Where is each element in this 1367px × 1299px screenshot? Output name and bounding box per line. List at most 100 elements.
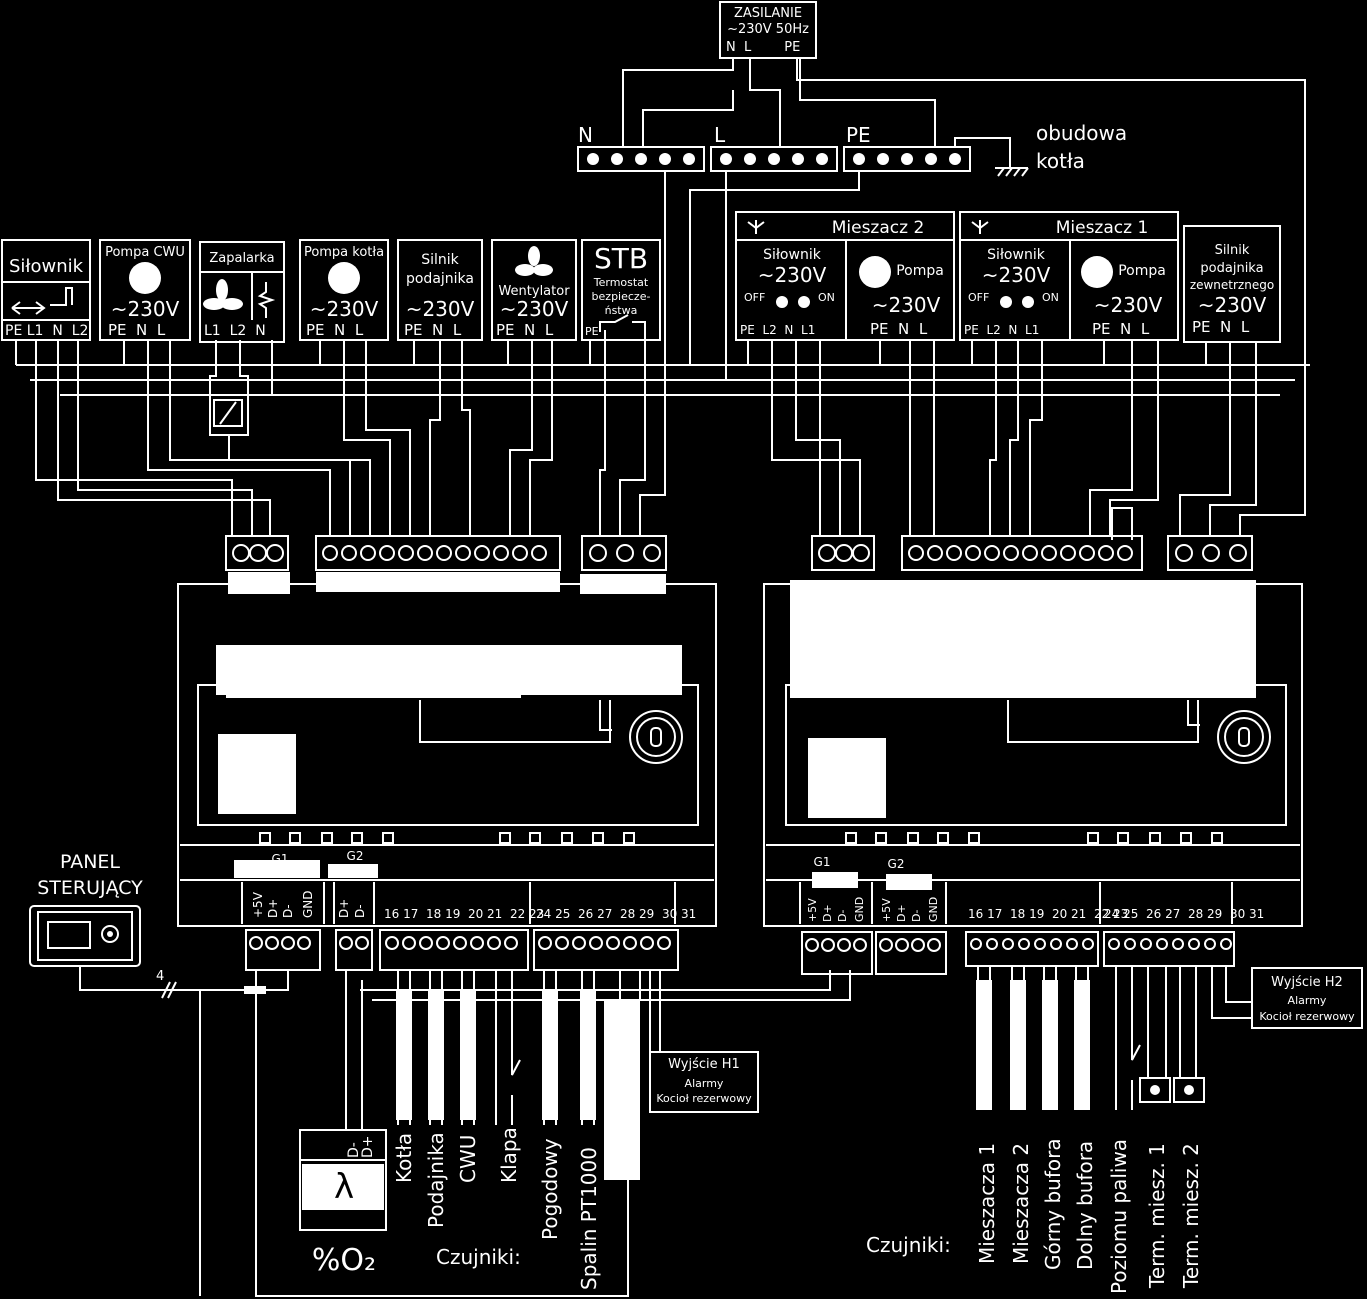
cwu-pump-title: Pompa CWU bbox=[105, 245, 185, 260]
sensor-right-label: Mieszacza 2 bbox=[1009, 1143, 1033, 1264]
feeder-l1: Silnik bbox=[421, 252, 459, 268]
case-label-1: obudowa bbox=[1036, 121, 1127, 145]
ctrl-bus2-pin: D+ bbox=[337, 899, 351, 918]
ctrl-terminals-a: 16 17 18 19 20 21 22 23 bbox=[384, 907, 544, 921]
h1-l2: Alarmy bbox=[685, 1077, 724, 1090]
stb-l3: ństwa bbox=[605, 304, 638, 317]
mod-g1-pin: +5V bbox=[806, 898, 819, 922]
device-wires bbox=[15, 330, 646, 540]
actuator-arrow-icon bbox=[11, 287, 73, 315]
h2-l2: Alarmy bbox=[1288, 994, 1327, 1007]
mixer-2-pump-volt: ~230V bbox=[872, 293, 941, 317]
h2-l3: Kocioł rezerwowy bbox=[1259, 1010, 1355, 1023]
mod-terminals-b: 24 25 26 27 28 29 30 31 bbox=[1104, 907, 1264, 921]
mod-g1: G1 bbox=[814, 855, 831, 869]
stb-device: STB Termostat bezpiecze- ństwa PE bbox=[581, 239, 661, 341]
ext-feeder-l1: Silnik bbox=[1215, 243, 1250, 258]
mod-terminals-a: 16 17 18 19 20 21 22 23 bbox=[968, 907, 1128, 921]
sensors-right-caption: Czujniki: bbox=[866, 1233, 951, 1257]
mod-g2-pin: +5V bbox=[880, 898, 893, 922]
feeder-motor-device: Silnik podajnika ~230V PE N L bbox=[397, 239, 483, 341]
valve-icon bbox=[747, 220, 765, 234]
boiler-pump-title: Pompa kotła bbox=[304, 245, 384, 260]
mod-g2: G2 bbox=[888, 857, 905, 871]
sensor-left-label: Pogodowy bbox=[538, 1138, 562, 1240]
sensor-right-label: Term. miesz. 2 bbox=[1179, 1143, 1203, 1289]
mixer-2-volt: ~230V bbox=[758, 263, 827, 287]
h2-title: Wyjście H2 bbox=[1271, 975, 1343, 990]
mod-g1-pin: D- bbox=[836, 910, 849, 922]
fan-pins: PE N L bbox=[496, 321, 554, 339]
mixer-2-title: Mieszacz 2 bbox=[832, 218, 925, 238]
mixer-2-off: OFF bbox=[744, 291, 765, 304]
mixer-2-act-pins: PE L2 N L1 bbox=[740, 323, 815, 337]
mixer-1-device: Mieszacz 1 Siłownik ~230V OFF ON PE L2 N… bbox=[959, 211, 1179, 341]
bus-n-label: N bbox=[578, 123, 593, 147]
panel-label-2: STERUJĄCY bbox=[37, 877, 143, 899]
control-panel: PANEL STERUJĄCY 4 bbox=[29, 851, 629, 1297]
ground-icon bbox=[954, 137, 1029, 177]
boiler-pump-device: Pompa kotła ~230V PE N L bbox=[299, 239, 389, 341]
mod-g1-pin: D+ bbox=[821, 904, 834, 922]
power-supply-box: ZASILANIE ~230V 50Hz N L PE bbox=[719, 1, 817, 59]
boiler-pump-pins: PE N L bbox=[306, 321, 364, 339]
fan-device: Wentylator ~230V PE N L bbox=[491, 239, 577, 341]
mixer-wires bbox=[747, 340, 1257, 540]
ext-feeder-device: Silnik podajnika zewnetrznego ~230V PE N… bbox=[1183, 225, 1281, 343]
igniter-pins: L1 L2 N bbox=[204, 323, 266, 339]
sensor-left-label: Klapa bbox=[497, 1127, 521, 1183]
igniter-title: Zapalarka bbox=[209, 251, 274, 266]
fan-title: Wentylator bbox=[498, 284, 570, 299]
sensors-left-caption: Czujniki: bbox=[436, 1245, 521, 1269]
supply-terminals: N L PE bbox=[726, 40, 800, 55]
mixer-1-actuator: Siłownik bbox=[987, 247, 1046, 263]
mixer-1-pump: Pompa bbox=[1118, 263, 1166, 279]
panel-wire-count: 4 bbox=[156, 969, 164, 984]
mixer-1-title: Mieszacz 1 bbox=[1056, 218, 1149, 238]
cwu-pump-pins: PE N L bbox=[108, 321, 166, 339]
main-controller: G1 G2 +5V D+ D- GND D+ D- 16 17 18 19 20… bbox=[177, 535, 717, 971]
panel-label-1: PANEL bbox=[60, 851, 120, 873]
lambda-symbol: λ bbox=[334, 1167, 354, 1207]
ctrl-g2: G2 bbox=[347, 849, 364, 863]
ctrl-bus2-pin: D- bbox=[353, 904, 367, 918]
mixer-2-on: ON bbox=[818, 291, 835, 304]
heater-icon bbox=[257, 282, 276, 318]
fan-volt: ~230V bbox=[500, 297, 569, 321]
lambda-dplus: D+ bbox=[360, 1135, 376, 1158]
sensor-right-label: Term. miesz. 1 bbox=[1145, 1143, 1169, 1289]
pump-icon bbox=[328, 262, 360, 294]
mixer-2-pump-pins: PE N L bbox=[870, 320, 928, 338]
mixer-module: G1 G2 +5V D+ D- GND +5V D+ D- GND 16 17 … bbox=[763, 507, 1303, 975]
bus-terminals: N L PE obudowa kotła bbox=[577, 121, 1127, 177]
actuator-pins: PE L1 N L2 bbox=[5, 323, 88, 339]
ext-feeder-volt: ~230V bbox=[1198, 293, 1267, 317]
sensor-right-label: Mieszacza 1 bbox=[975, 1143, 999, 1264]
ext-feeder-l3: zewnetrznego bbox=[1190, 278, 1274, 292]
supply-voltage: ~230V 50Hz bbox=[727, 22, 809, 37]
bus-l-label: L bbox=[714, 123, 726, 147]
stb-pe: PE bbox=[585, 325, 599, 338]
mod-g1-pin: GND bbox=[853, 897, 866, 922]
ext-feeder-l2: podajnika bbox=[1200, 261, 1263, 276]
mixer-2-actuator: Siłownik bbox=[763, 247, 822, 263]
mixer-2-pump: Pompa bbox=[896, 263, 944, 279]
h1-l3: Kocioł rezerwowy bbox=[656, 1092, 752, 1105]
supply-title: ZASILANIE bbox=[734, 6, 802, 21]
lambda-dminus: D- bbox=[346, 1142, 362, 1158]
sensor-left-label: Spalin PT1000 bbox=[577, 1147, 601, 1290]
bus-pe-label: PE bbox=[846, 123, 871, 147]
right-sensors: Mieszacza 1 Mieszacza 2 Górny bufora Dol… bbox=[866, 966, 1256, 1294]
boiler-pump-volt: ~230V bbox=[310, 297, 379, 321]
sensor-right-label: Poziomu paliwa bbox=[1107, 1139, 1131, 1294]
sensor-right-label: Dolny bufora bbox=[1073, 1141, 1097, 1270]
pump-icon bbox=[129, 262, 161, 294]
output-h2: Wyjście H2 Alarmy Kocioł rezerwowy bbox=[1251, 967, 1363, 1029]
lambda-o2: %O₂ bbox=[312, 1243, 376, 1278]
sensor-left-label: Podajnika bbox=[424, 1132, 448, 1228]
stb-title: STB bbox=[594, 242, 648, 275]
ctrl-bus-pin: GND bbox=[301, 890, 315, 918]
mixer-1-on: ON bbox=[1042, 291, 1059, 304]
mod-g2-pin: GND bbox=[927, 897, 940, 922]
ctrl-bus-pin: D- bbox=[281, 904, 295, 918]
